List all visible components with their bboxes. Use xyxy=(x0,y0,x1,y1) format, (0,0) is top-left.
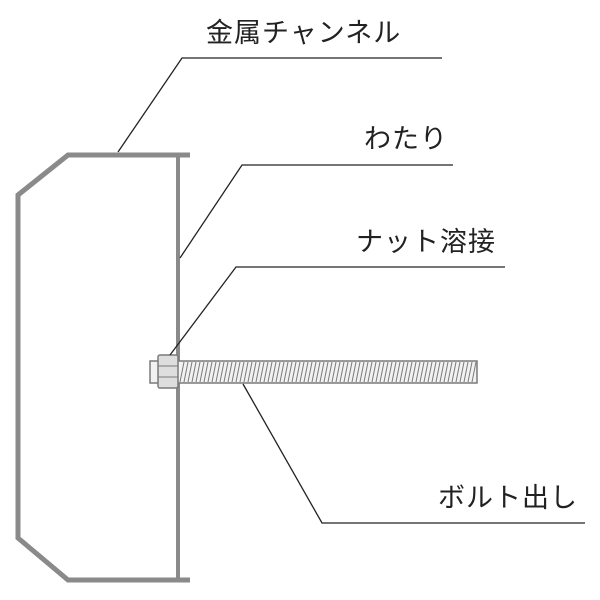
thread-line xyxy=(259,361,265,383)
thread-line xyxy=(319,361,325,383)
thread-line xyxy=(307,361,313,383)
thread-line xyxy=(215,361,221,383)
thread-line xyxy=(227,361,233,383)
thread-line xyxy=(383,361,389,383)
thread-line xyxy=(423,361,429,383)
bolt-threads xyxy=(179,361,477,383)
thread-line xyxy=(395,361,401,383)
thread-line xyxy=(363,361,369,383)
thread-line xyxy=(411,361,417,383)
thread-line xyxy=(355,361,361,383)
leader-lines xyxy=(117,57,585,524)
thread-line xyxy=(219,361,225,383)
thread-line xyxy=(415,361,421,383)
thread-line xyxy=(251,361,257,383)
channel-outer-profile xyxy=(15,152,190,583)
thread-line xyxy=(327,361,333,383)
thread-line xyxy=(267,361,273,383)
thread-line xyxy=(231,361,237,383)
thread-line xyxy=(243,361,249,383)
thread-line xyxy=(367,361,373,383)
thread-line xyxy=(275,361,281,383)
thread-line xyxy=(299,361,305,383)
thread-line xyxy=(223,361,229,383)
thread-line xyxy=(211,361,217,383)
thread-line xyxy=(239,361,245,383)
thread-line xyxy=(271,361,277,383)
thread-line xyxy=(467,361,473,383)
thread-line xyxy=(323,361,329,383)
thread-line xyxy=(187,361,193,383)
thread-line xyxy=(335,361,341,383)
thread-line xyxy=(431,361,437,383)
thread-line xyxy=(375,361,381,383)
thread-line xyxy=(387,361,393,383)
thread-line xyxy=(315,361,321,383)
thread-line xyxy=(463,361,469,383)
thread-line xyxy=(455,361,461,383)
leader-line-channel xyxy=(117,57,442,153)
thread-line xyxy=(203,361,209,383)
thread-line xyxy=(419,361,425,383)
label-nut-weld: ナット溶接 xyxy=(356,227,496,258)
thread-line xyxy=(343,361,349,383)
label-bolt-out: ボルト出し xyxy=(438,483,578,514)
thread-line xyxy=(427,361,433,383)
thread-line xyxy=(451,361,457,383)
nut-body xyxy=(157,354,179,389)
thread-line xyxy=(351,361,357,383)
leader-line-watari xyxy=(179,164,453,259)
thread-line xyxy=(179,361,185,383)
thread-line xyxy=(247,361,253,383)
thread-line xyxy=(347,361,353,383)
thread-line xyxy=(283,361,289,383)
leader-line-bolt-out xyxy=(242,383,585,524)
thread-line xyxy=(399,361,405,383)
thread-line xyxy=(207,361,213,383)
welded-nut xyxy=(157,354,179,389)
thread-line xyxy=(255,361,261,383)
thread-line xyxy=(303,361,309,383)
thread-line xyxy=(263,361,269,383)
thread-line xyxy=(199,361,205,383)
label-metal-channel: 金属チャンネル xyxy=(206,18,401,49)
thread-line xyxy=(471,361,477,383)
label-watari: わたり xyxy=(364,124,448,155)
thread-line xyxy=(407,361,413,383)
thread-line xyxy=(191,361,197,383)
thread-line xyxy=(287,361,293,383)
thread-line xyxy=(391,361,397,383)
thread-line xyxy=(183,361,189,383)
thread-line xyxy=(443,361,449,383)
thread-line xyxy=(435,361,441,383)
thread-line xyxy=(403,361,409,383)
thread-line xyxy=(295,361,301,383)
threaded-bolt xyxy=(149,360,478,384)
thread-line xyxy=(291,361,297,383)
thread-line xyxy=(235,361,241,383)
thread-line xyxy=(279,361,285,383)
thread-line xyxy=(195,361,201,383)
thread-line xyxy=(439,361,445,383)
thread-line xyxy=(331,361,337,383)
thread-line xyxy=(459,361,465,383)
thread-line xyxy=(339,361,345,383)
thread-line xyxy=(371,361,377,383)
thread-line xyxy=(311,361,317,383)
leader-line-nut-weld xyxy=(169,266,505,356)
thread-line xyxy=(379,361,385,383)
thread-line xyxy=(447,361,453,383)
thread-line xyxy=(359,361,365,383)
